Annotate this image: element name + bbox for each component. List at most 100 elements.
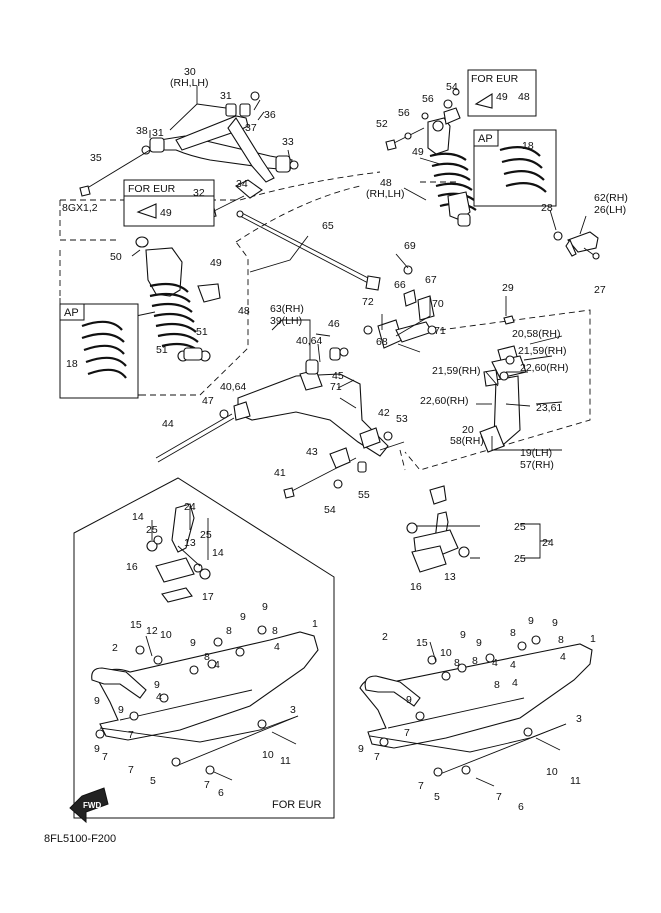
label-s16: 16 [126,561,138,573]
label-s24: 24 [184,501,196,513]
label-18a: 18 [66,358,78,370]
label-r7b: 7 [374,751,380,763]
label-s1: 1 [312,618,318,630]
label-35: 35 [90,152,102,164]
left-ski-group [73,477,335,819]
label-45: 45 [332,370,344,382]
label-r15: 15 [416,637,428,649]
label-s8c: 8 [204,651,210,663]
label-31a: 31 [220,90,232,102]
label-63: 63(RH) [270,303,304,315]
leader-lines [131,86,587,567]
label-r25a: 25 [514,521,526,533]
label-55: 55 [358,489,370,501]
label-s9c: 9 [190,637,196,649]
label-27: 27 [594,284,606,296]
label-s14b: 14 [212,547,224,559]
part-labels-right-ski: 25 24 25 13 16 2 15 10 9 8 9 8 9 8 4 1 9… [358,521,596,813]
label-26: 26(LH) [594,204,626,216]
label-56a: 56 [398,107,410,119]
label-s4a: 4 [274,641,280,653]
label-r9c: 9 [528,615,534,627]
label-r10b: 10 [546,766,558,778]
label-57: 57(RH) [520,459,554,471]
label-r11: 11 [570,775,581,787]
label-33: 33 [282,136,294,148]
label-58: 58(RH) [450,435,484,447]
label-43: 43 [306,446,318,458]
label-48a: 48 [238,305,250,317]
label-36: 36 [264,109,276,121]
stabilizer-link [363,265,437,353]
label-46: 46 [328,318,340,330]
label-44: 44 [162,418,174,430]
label-r4b: 4 [510,659,516,671]
label-2361: 23,61 [536,402,562,414]
for-eur-label-left: FOR EUR [128,183,176,195]
label-67: 67 [425,274,437,286]
label-s8a: 8 [226,625,232,637]
label-62: 62(RH) [594,192,628,204]
label-r8e: 8 [494,679,500,691]
label-s9d: 9 [154,679,160,691]
spindle-assembly [479,231,600,453]
label-r9f: 9 [358,743,364,755]
label-s6: 6 [218,787,224,799]
label-s7a: 7 [102,751,108,763]
label-r4a: 4 [560,651,566,663]
ap-label-right: AP [478,133,493,145]
label-69: 69 [404,240,416,252]
label-s14a: 14 [132,511,144,523]
label-41: 41 [274,467,286,479]
label-r8b: 8 [472,655,478,667]
label-38: 38 [136,125,148,137]
label-s12: 12 [146,625,158,637]
part-labels-top: 30 (RH,LH) 31 31 36 37 38 33 35 34 32 8G… [62,66,628,516]
label-s5: 5 [150,775,156,787]
label-39: 39(LH) [270,315,302,327]
label-18b: 18 [522,140,534,152]
label-r10a: 10 [440,647,452,659]
callout-boxes: FOR EUR FOR EUR AP AP [59,69,557,399]
for-eur-box-right [467,69,537,117]
label-s7b: 7 [128,764,134,776]
label-2260a: 22,60(RH) [520,362,568,374]
label-s25b: 25 [200,529,212,541]
label-29: 29 [502,282,514,294]
label-49c: 49 [496,91,508,103]
label-47: 47 [202,395,214,407]
label-51b: 51 [156,344,168,356]
label-s11: 11 [280,755,291,767]
label-r25b: 25 [514,553,526,565]
label-r7d: 7 [496,791,502,803]
label-49b: 49 [210,257,222,269]
label-4064b: 40,64 [220,381,246,393]
label-30: 30 [184,66,196,78]
label-53: 53 [396,413,408,425]
label-r1: 1 [590,633,596,645]
label-2260b: 22,60(RH) [420,395,468,407]
label-42: 42 [378,407,390,419]
label-2159b: 21,59(RH) [432,365,480,377]
label-s10a: 10 [160,629,172,641]
label-r9a: 9 [460,629,466,641]
label-r5: 5 [434,791,440,803]
label-65: 65 [322,220,334,232]
right-ski-group [359,485,593,787]
label-s9b: 9 [240,611,246,623]
label-s4b: 4 [214,659,220,671]
label-s7d: 7 [128,729,134,741]
label-34: 34 [236,178,248,190]
label-4064a: 40,64 [296,335,322,347]
rod-65 [236,210,381,291]
label-20: 20 [462,424,474,436]
label-r24: 24 [542,537,554,549]
label-r6: 6 [518,801,524,813]
label-s9a: 9 [262,601,268,613]
label-50: 50 [110,251,122,263]
label-r3: 3 [576,713,582,725]
part-labels-left-ski: 14 25 24 13 25 14 16 17 15 12 10 2 9 8 9… [94,501,318,799]
label-r9e: 9 [406,694,412,706]
label-r16: 16 [410,581,422,593]
rear-arm-assembly [155,347,405,499]
